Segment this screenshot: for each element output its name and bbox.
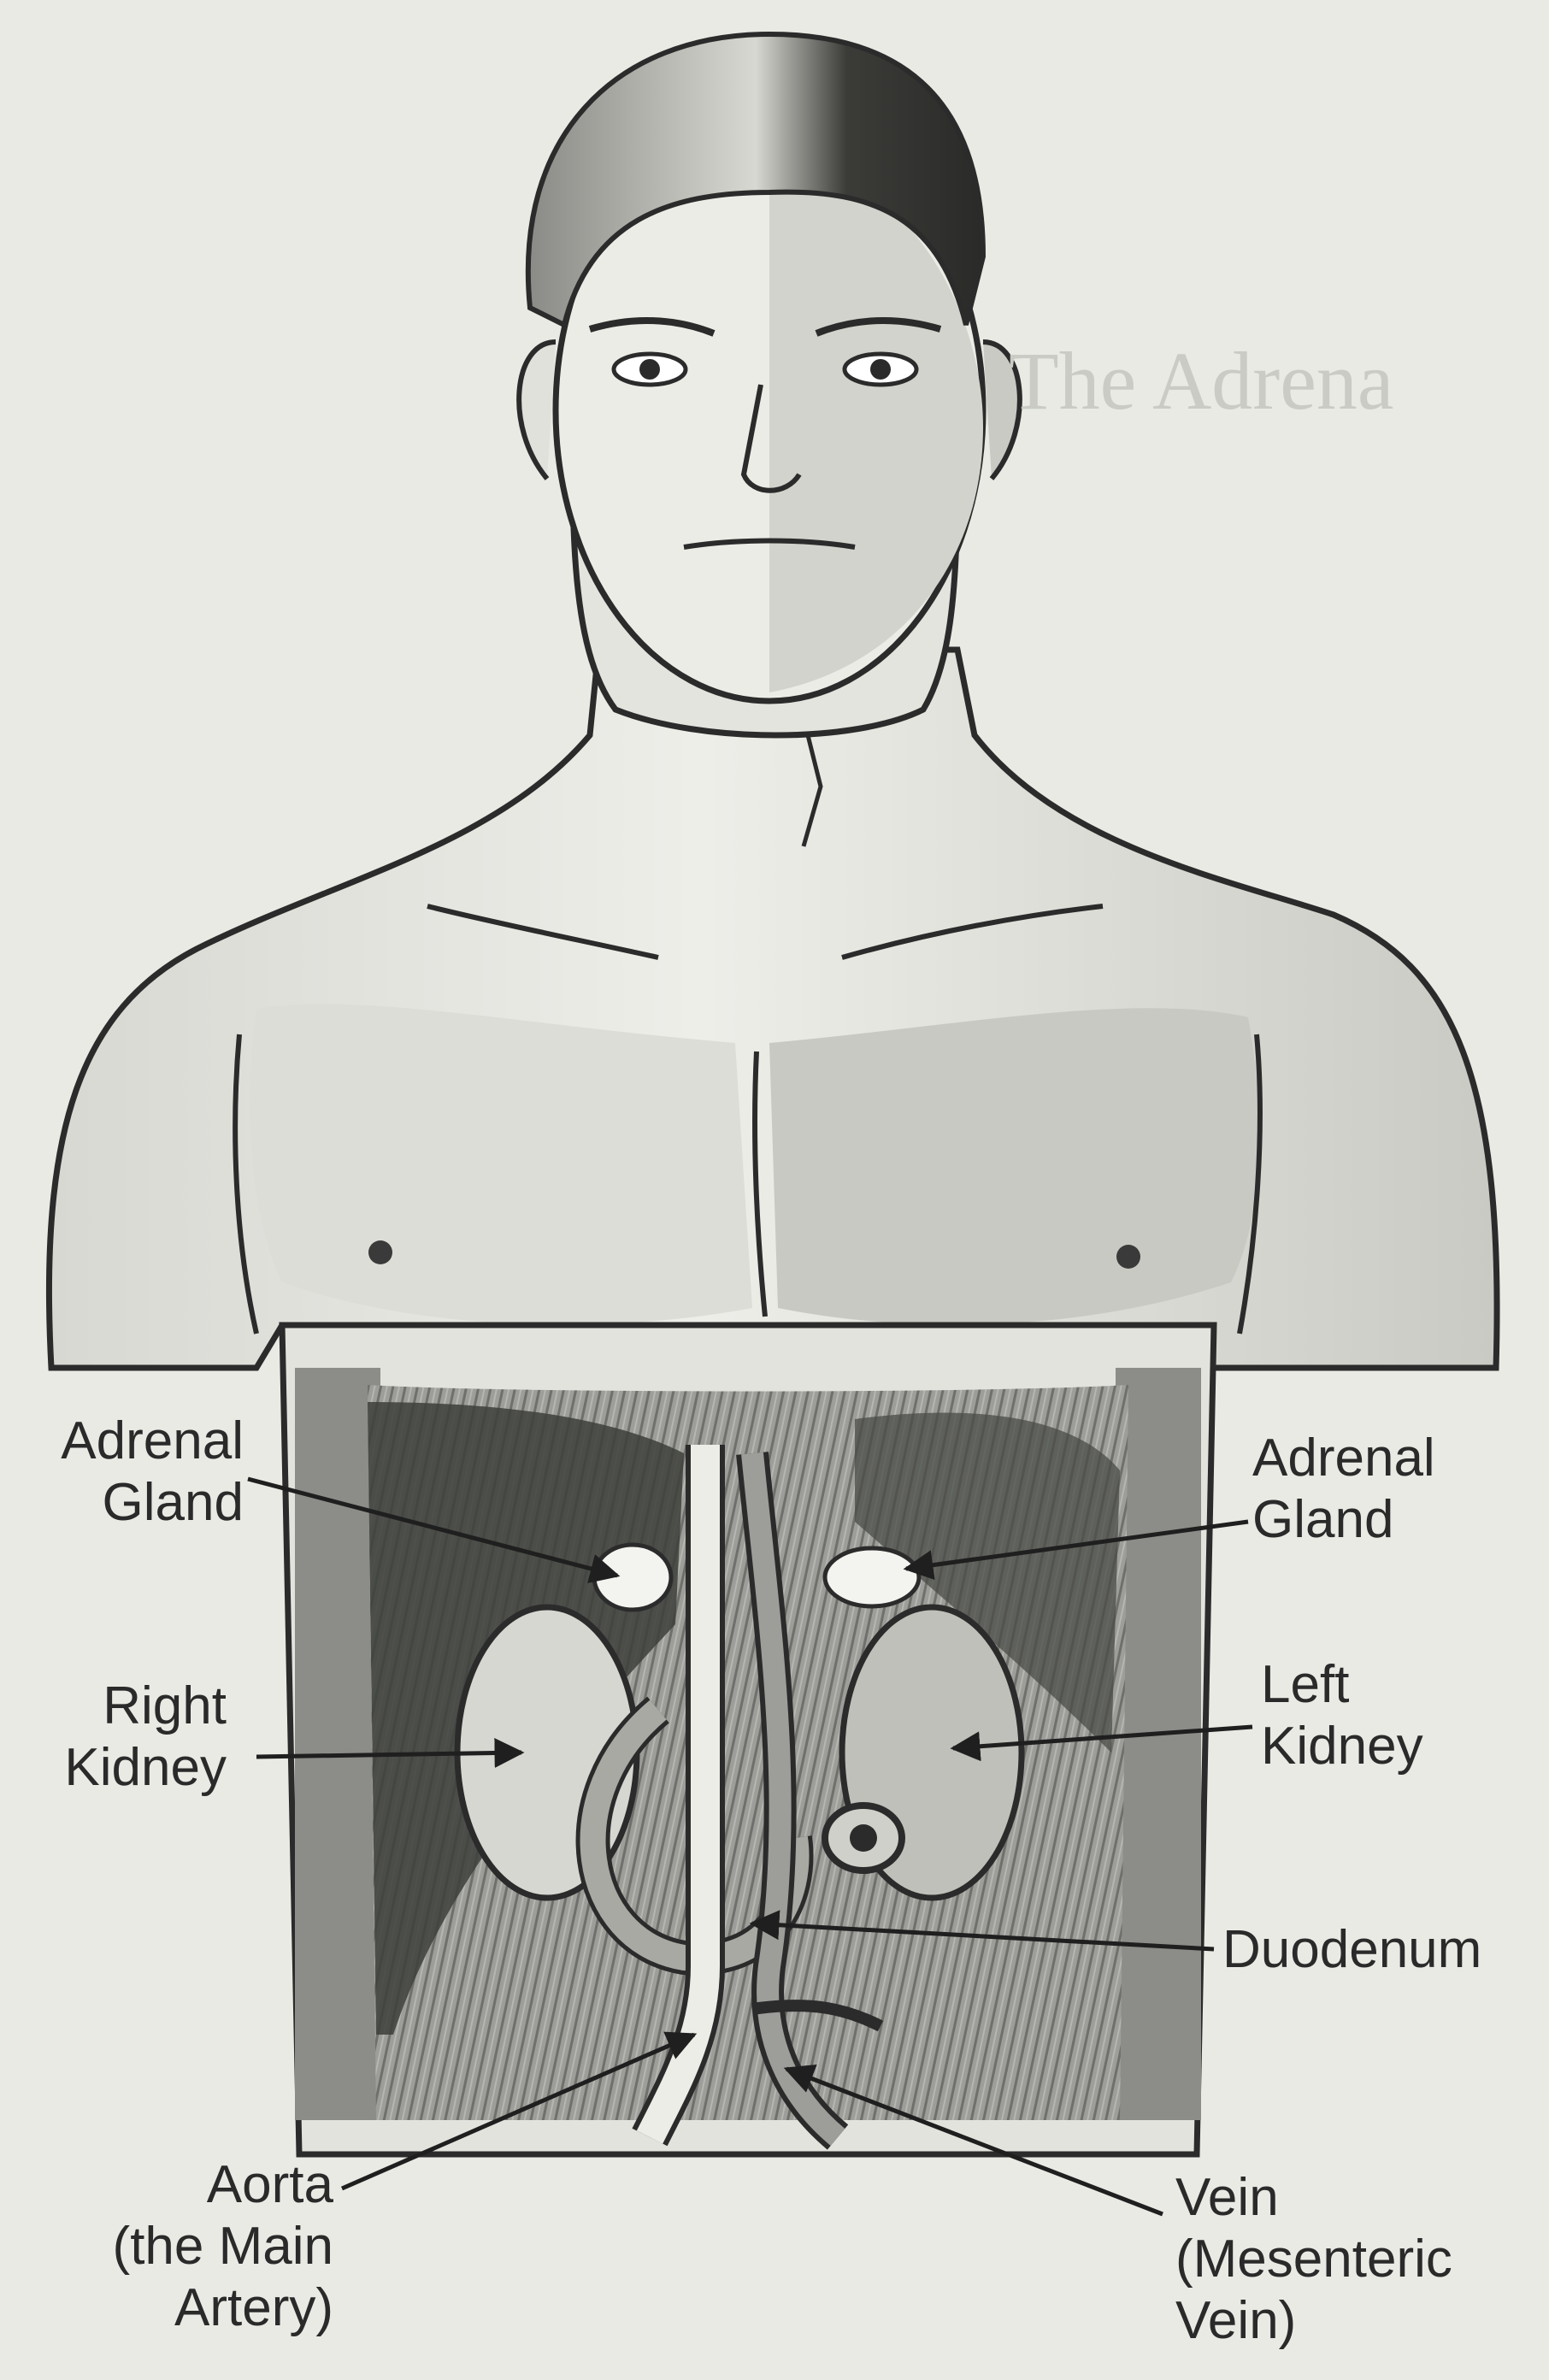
label-vein: Vein (Mesenteric Vein) <box>1175 2167 1452 2352</box>
label-adrenal-gland-right: Adrenal Gland <box>0 1411 244 1534</box>
pectoral-left <box>250 1004 752 1325</box>
label-aorta: Aorta (the Main Artery) <box>0 2154 333 2339</box>
ear-left <box>519 342 556 479</box>
label-adrenal-gland-left: Adrenal Gland <box>1252 1428 1435 1551</box>
adrenal-left <box>825 1548 919 1606</box>
label-right-kidney: Right Kidney <box>0 1676 227 1799</box>
pectoral-right <box>769 1008 1259 1324</box>
cavity-wall-left <box>295 1368 380 2120</box>
bleed-through-heading: The Adrena <box>1009 333 1393 428</box>
nipple-left <box>368 1240 392 1264</box>
nipple-right <box>1116 1245 1140 1269</box>
label-duodenum: Duodenum <box>1222 1919 1481 1981</box>
label-left-kidney: Left Kidney <box>1261 1654 1423 1777</box>
adrenal-right <box>594 1545 671 1610</box>
cavity-wall-right <box>1116 1368 1201 2120</box>
